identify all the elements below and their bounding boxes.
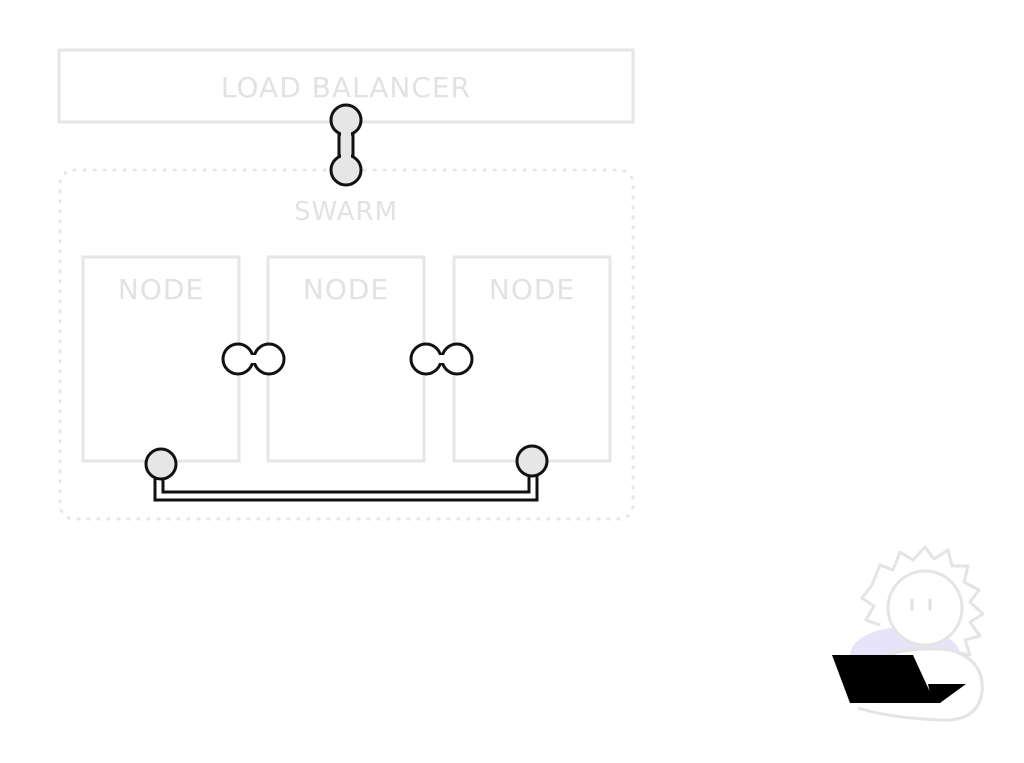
user-with-laptop-icon: [832, 545, 985, 722]
node-1: NODE: [81, 255, 241, 463]
node-2: NODE: [266, 255, 426, 463]
load-balancer-label: LOAD BALANCER: [221, 71, 471, 104]
connector-join: [436, 355, 448, 363]
node-label: NODE: [118, 273, 204, 306]
node-label: NODE: [303, 273, 389, 306]
hair-outline-left: [860, 584, 881, 627]
connector-end-right: [515, 444, 549, 478]
connector-bracket: [153, 470, 539, 502]
link-connector-icon: [221, 342, 286, 376]
connector-fill: [341, 128, 351, 162]
connector-end-left: [144, 447, 178, 481]
laptop-base: [928, 684, 966, 703]
node-3: NODE: [452, 255, 612, 463]
connector-join: [248, 355, 260, 363]
node-label: NODE: [489, 273, 575, 306]
head: [886, 569, 964, 647]
hair-outline: [870, 545, 985, 657]
laptop-screen: [832, 655, 935, 703]
link-connector-icon: [409, 342, 474, 376]
link-connector-icon: [329, 103, 363, 187]
link-connector-icon: [144, 444, 549, 502]
swarm-label: SWARM: [294, 197, 398, 227]
